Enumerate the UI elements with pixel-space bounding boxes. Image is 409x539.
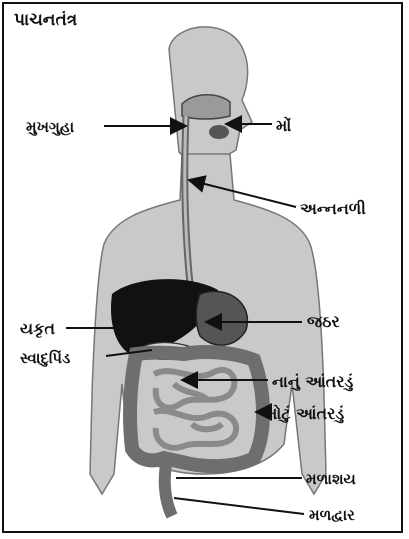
diagram-frame: પાચનતંત્ર મુખગુહા મોં અન્નનળી યકૃત જઠર સ… xyxy=(2,2,403,533)
label-mouth-cavity: મુખગુહા xyxy=(26,118,74,136)
label-liver: યકૃત xyxy=(20,319,55,339)
label-mouth: મોં xyxy=(276,116,291,136)
label-large-intestine: મોટું આંતરડું xyxy=(266,404,344,424)
label-anus: મળદ્વાર xyxy=(309,506,355,524)
label-rectum: મળાશય xyxy=(306,470,356,488)
label-stomach: જઠર xyxy=(307,312,340,332)
pointer-anus xyxy=(174,498,304,514)
label-esophagus: અન્નનળી xyxy=(300,199,366,219)
diagram-title: પાચનતંત્ર xyxy=(14,10,77,30)
rectum-shape xyxy=(165,454,172,516)
label-pancreas: સ્વાદુપિંડ xyxy=(20,349,70,367)
digestive-system-illustration xyxy=(4,4,405,535)
label-small-intestine: નાનું આંતરડું xyxy=(272,372,353,392)
